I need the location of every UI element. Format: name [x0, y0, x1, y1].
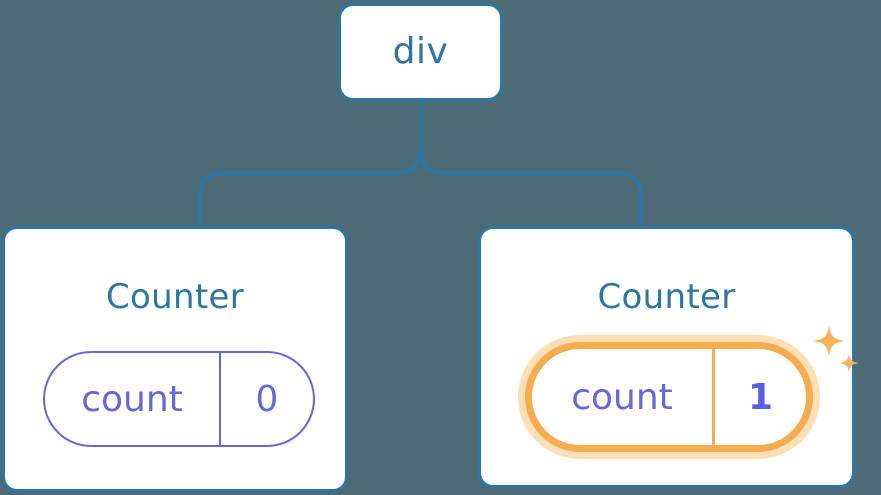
- state-pill[interactable]: count 0: [43, 351, 315, 447]
- component-card-left[interactable]: Counter count 0: [2, 226, 348, 492]
- root-node-label: div: [392, 31, 449, 72]
- connector-branch-right: [418, 145, 643, 230]
- component-title: Counter: [106, 277, 244, 317]
- state-pill-highlighted[interactable]: count 1: [525, 342, 813, 452]
- state-key: count: [532, 349, 715, 445]
- state-key: count: [45, 353, 221, 445]
- state-value: 0: [255, 378, 279, 420]
- root-node-div[interactable]: div: [338, 3, 503, 101]
- component-card-right[interactable]: Counter count 1: [478, 226, 859, 488]
- component-title: Counter: [597, 277, 736, 317]
- sparkle-small-icon: [839, 353, 859, 373]
- sparkle-icon: [813, 325, 859, 373]
- connector-branch-left: [198, 145, 423, 230]
- state-value: 1: [747, 376, 774, 418]
- sparkle-large-icon: [813, 325, 845, 357]
